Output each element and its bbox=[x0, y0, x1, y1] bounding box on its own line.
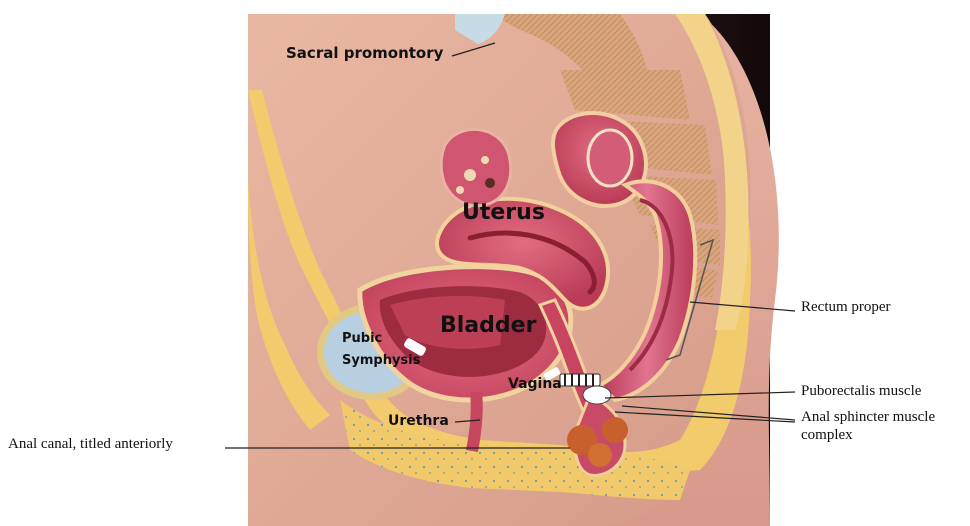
label-anal-canal: Anal canal, titled anteriorly bbox=[8, 436, 173, 453]
label-urethra: Urethra bbox=[388, 414, 449, 429]
label-anal-sphincter-line2: complex bbox=[801, 427, 853, 444]
label-rectum-proper: Rectum proper bbox=[801, 299, 891, 316]
label-pubic-symphysis-line1: Pubic bbox=[342, 332, 382, 346]
label-anal-sphincter-line1: Anal sphincter muscle bbox=[801, 409, 935, 426]
label-vagina: Vagina bbox=[508, 377, 562, 392]
label-sacral-promontory: Sacral promontory bbox=[286, 46, 443, 62]
label-pubic-symphysis-line2: Symphysis bbox=[342, 354, 420, 368]
label-uterus: Uterus bbox=[462, 201, 545, 224]
label-puborectalis-muscle: Puborectalis muscle bbox=[801, 383, 921, 400]
label-bladder: Bladder bbox=[440, 314, 536, 337]
